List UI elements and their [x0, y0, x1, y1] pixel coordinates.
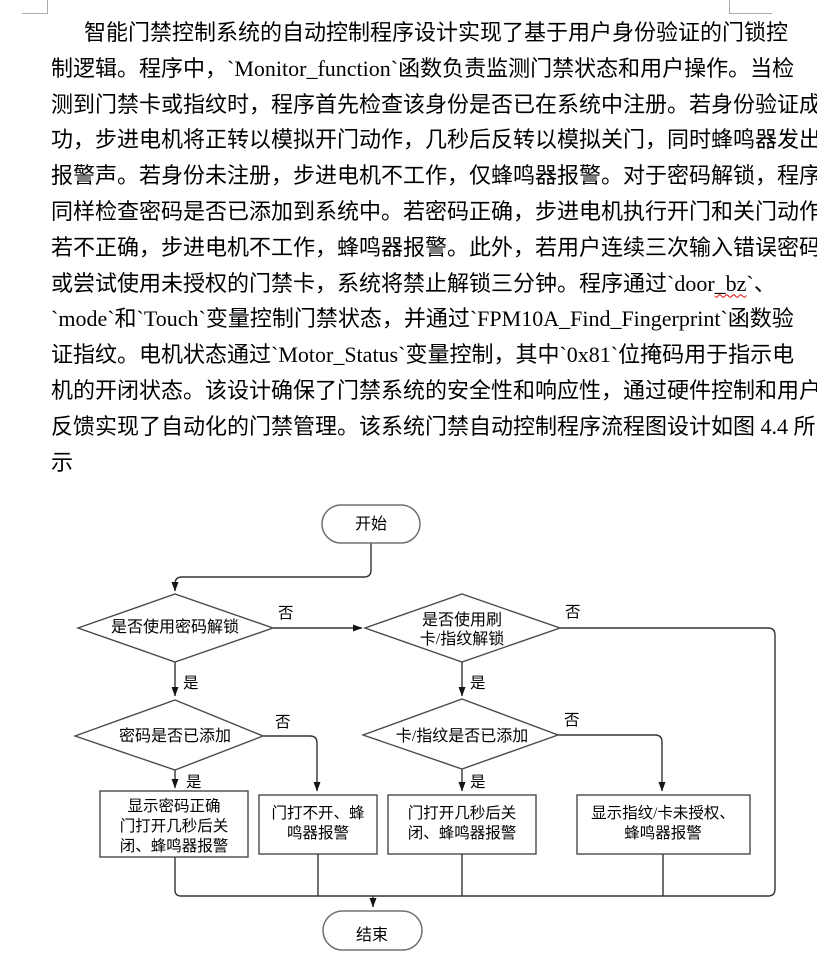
branch-no-label-password-unlock: 否: [278, 605, 294, 622]
process-door-open-close-line1: 门打开几秒后关: [408, 804, 517, 822]
paragraph-line: 智能门禁控制系统的自动控制程序设计实现了基于用户身份验证的门锁控: [84, 20, 789, 45]
spellcheck-wavy-underline: _bz: [714, 270, 747, 296]
body-paragraph: 智能门禁控制系统的自动控制程序设计实现了基于用户身份验证的门锁控 制逻辑。程序中…: [51, 15, 817, 480]
process-unauthorized-line2: 蜂鸣器报警: [624, 824, 702, 842]
margin-mark-top-right: [729, 0, 772, 14]
paragraph-line: 若不正确，步进电机不工作，蜂鸣器报警。此外，若用户连续三次输入错误密码: [51, 234, 817, 260]
decision-password-added-label: 密码是否已添加: [119, 727, 231, 745]
connector-start-to-password-decision: [171, 543, 372, 592]
paragraph-line: 同样检查密码是否已添加到系统中。若密码正确，步进电机执行开门和关门动作；: [51, 198, 817, 224]
process-unauthorized-line1: 显示指纹/卡未授权、: [591, 804, 735, 822]
end-node: [322, 910, 423, 951]
flowchart-figure: 开始 是否使用密码解锁 是否使用刷 卡/指纹解锁 密码是否已添加 卡/指纹是否已…: [72, 504, 776, 951]
decision-password-added: [72, 699, 265, 771]
decision-card-unlock-label-line2: 卡/指纹解锁: [420, 630, 504, 648]
branch-no-label-card-unlock: 否: [565, 604, 581, 621]
paragraph-text-segment: 或尝试使用未授权的门禁卡，系统将禁止解锁三分钟。程序通过`door: [51, 270, 715, 296]
decision-card-fingerprint-unlock: [362, 593, 563, 663]
paragraph-line: 示: [51, 449, 74, 475]
process-door-not-open-line2: 鸣器报警: [287, 824, 349, 842]
process-unauthorized-box: [576, 794, 751, 855]
process-door-open-close-box: [387, 794, 537, 855]
decision-password-unlock: [75, 593, 276, 663]
decision-card-fingerprint-added: [360, 698, 561, 770]
branch-yes-label-password-added: 是: [186, 774, 202, 791]
process-password-correct-line1: 显示密码正确: [127, 797, 220, 815]
paragraph-line: 功，步进电机将正转以模拟开门动作，几秒后反转以模拟关门，同时蜂鸣器发出: [51, 127, 817, 153]
paragraph-line: 报警声。若身份未注册，步进电机不工作，仅蜂鸣器报警。对于密码解锁，程序: [51, 163, 817, 189]
decision-card-added-label: 卡/指纹是否已添加: [396, 727, 528, 745]
paragraph-line: 或尝试使用未授权的门禁卡，系统将禁止解锁三分钟。程序通过`door_bz`、: [51, 266, 793, 302]
decision-password-unlock-label: 是否使用密码解锁: [111, 618, 239, 636]
connector-no-to-unauthorized-box: [558, 734, 666, 792]
paragraph-line: 证指纹。电机状态通过`Motor_Status`变量控制，其中`0x81`位掩码…: [51, 342, 795, 368]
branch-yes-label-password-unlock: 是: [183, 675, 199, 692]
paragraph-line: 机的开闭状态。该设计确保了门禁系统的安全性和响应性，通过硬件控制和用户: [51, 377, 817, 403]
process-door-not-open-line1: 门打不开、蜂: [271, 804, 365, 822]
margin-mark-top-left: [22, 0, 48, 14]
process-password-correct-line3: 闭、蜂鸣器报警: [120, 837, 229, 855]
branch-yes-label-card-unlock: 是: [470, 675, 486, 692]
paragraph-line: 制逻辑。程序中，`Monitor_function`函数负责监测门禁状态和用户操…: [51, 55, 795, 81]
start-label: 开始: [355, 515, 387, 533]
process-password-correct-box: [99, 790, 249, 858]
process-password-correct-line2: 门打开几秒后关: [120, 817, 229, 835]
paragraph-text-segment: `、: [746, 270, 776, 296]
end-label: 结束: [356, 926, 388, 944]
connector-no-to-door-not-open-box: [263, 735, 321, 792]
paragraph-line: `mode`和`Touch`变量控制门禁状态，并通过`FPM10A_Find_F…: [51, 306, 794, 332]
start-node: [321, 504, 421, 544]
paragraph-line: 反馈实现了自动化的门禁管理。该系统门禁自动控制程序流程图设计如图 4.4 所: [51, 413, 816, 439]
process-door-not-open-box: [258, 794, 378, 855]
paragraph-line: 测到门禁卡或指纹时，程序首先检查该身份是否已在系统中注册。若身份验证成: [51, 91, 817, 117]
branch-yes-label-card-added: 是: [470, 774, 486, 791]
process-door-open-close-line2: 闭、蜂鸣器报警: [408, 824, 517, 842]
connector-card-no-right-and-merge-bus: [174, 627, 776, 897]
branch-no-label-password-added: 否: [275, 714, 291, 731]
decision-card-unlock-label-line1: 是否使用刷: [422, 611, 502, 629]
branch-no-label-card-added: 否: [564, 712, 580, 729]
